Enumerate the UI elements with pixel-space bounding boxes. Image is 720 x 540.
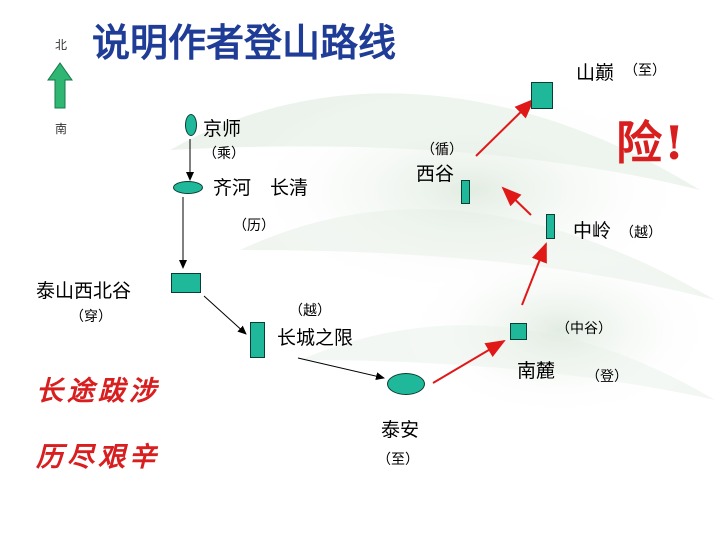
north-arrow-icon [47, 62, 73, 109]
note-taishan-xibeigu: （穿） [70, 309, 112, 325]
note-qihe: （历） [233, 218, 275, 234]
label-shandian: 山巅 [576, 62, 615, 84]
arrow-nanlu-to-zhongling [521, 242, 547, 306]
node-zhongling [546, 214, 555, 239]
label-taishan-xibeigu: 泰山西北谷 [36, 280, 132, 302]
label-jingshi: 京师 [203, 118, 242, 140]
note-zhongling: （越） [620, 225, 662, 241]
note-taian: （至） [377, 452, 419, 468]
label-qihe-changqing: 齐河 长清 [213, 177, 309, 199]
compass-south-label: 南 [55, 122, 68, 136]
node-changcheng [250, 322, 265, 358]
arrow-zhongling-to-xigu [501, 186, 532, 216]
arrow-xigu-to-shandian [475, 98, 535, 157]
arrow-taishan-to-changcheng [203, 295, 247, 335]
node-xigu [461, 180, 470, 204]
node-jingshi [185, 114, 197, 136]
note-nanlu: （登） [586, 369, 628, 385]
label-nanlu: 南麓 [517, 360, 556, 382]
label-taian: 泰安 [381, 419, 420, 441]
phrase-long-journey: 长途跋涉 [36, 376, 160, 407]
node-taian [387, 373, 425, 395]
danger-label: 险! [616, 116, 687, 170]
note-shandian: （至） [624, 63, 666, 79]
node-taishan-xibeigu [171, 273, 201, 293]
note-zhonggu: （中谷） [556, 321, 612, 337]
node-qihe [173, 181, 203, 194]
page-title: 说明作者登山路线 [92, 21, 397, 65]
label-zhongling: 中岭 [573, 220, 612, 242]
arrow-changcheng-to-taian [297, 357, 385, 381]
note-xigu: （循） [421, 142, 463, 158]
node-shandian [531, 82, 553, 109]
label-changcheng: 长城之限 [277, 327, 354, 349]
compass-north-label: 北 [55, 38, 68, 52]
arrow-taian-to-nanlu [432, 339, 506, 384]
label-xigu: 西谷 [416, 163, 455, 185]
node-nanlu [510, 323, 527, 340]
note-jingshi: （乘） [203, 146, 245, 162]
note-changcheng: （越） [289, 303, 331, 319]
phrase-hardships: 历尽艰辛 [36, 442, 160, 473]
